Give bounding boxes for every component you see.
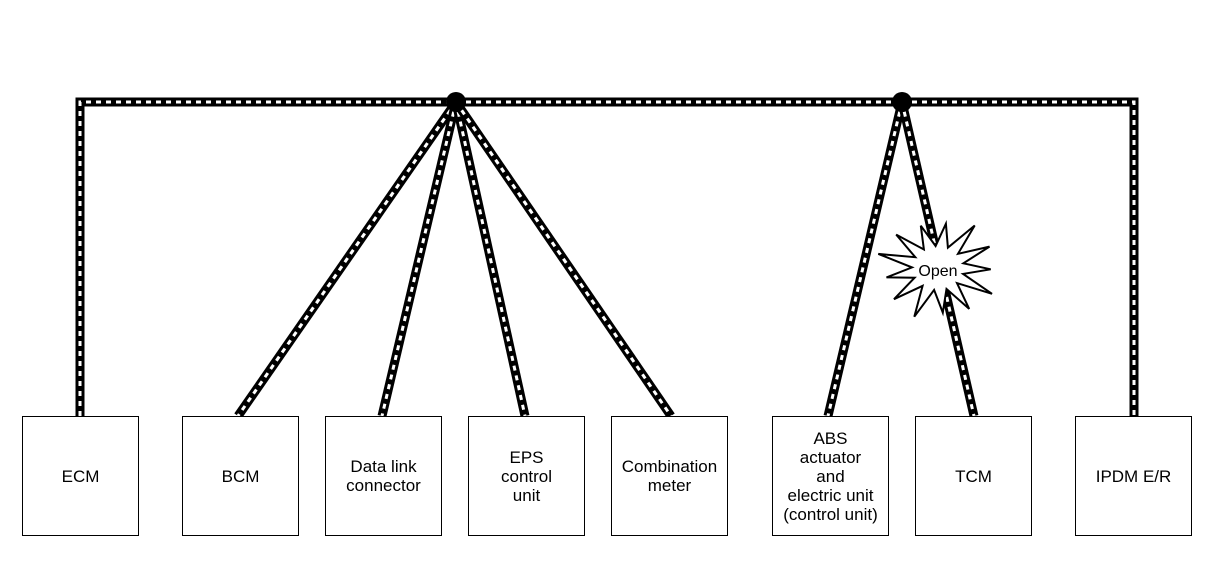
module-ipdm-er: IPDM E/R [1075, 416, 1192, 536]
open-label: Open [918, 263, 957, 280]
module-bcm: BCM [182, 416, 299, 536]
wire-eps-dash [454, 101, 527, 417]
module-data-link-connector: Data link connector [325, 416, 442, 536]
wire-bcm-dash [236, 101, 458, 417]
module-eps-control-unit: EPS control unit [468, 416, 585, 536]
splice-node-right [892, 92, 912, 112]
wire-meter-dash [454, 101, 673, 417]
module-combination-meter: Combination meter [611, 416, 728, 536]
wire-dlc-dash [380, 101, 458, 417]
splice-points [446, 92, 912, 112]
module-abs-actuator: ABS actuator and electric unit (control … [772, 416, 889, 536]
can-wires [75, 97, 1139, 419]
wire-abs-dash [826, 101, 904, 417]
open-circuit-burst: Open [877, 219, 993, 318]
wire-ipdm-dash [902, 100, 1136, 416]
wire-ecm-dash [78, 100, 456, 416]
module-tcm: TCM [915, 416, 1032, 536]
burst-shape [877, 219, 993, 318]
module-ecm: ECM [22, 416, 139, 536]
splice-node-left [446, 92, 466, 112]
